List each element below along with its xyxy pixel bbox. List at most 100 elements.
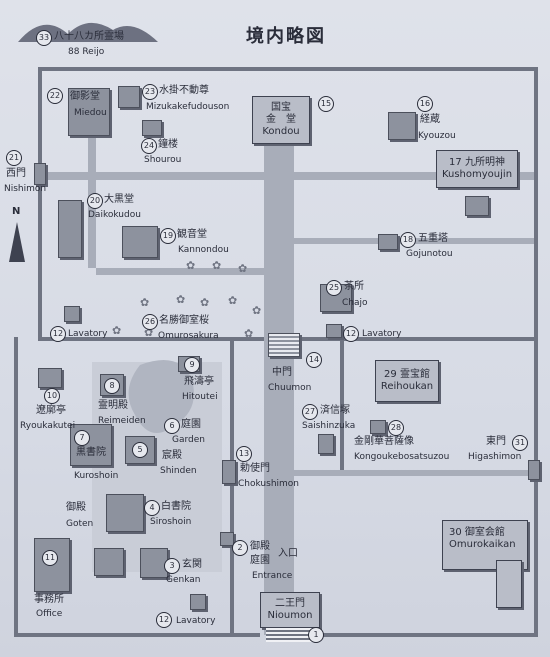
marker-7: 7 — [74, 430, 90, 446]
office-building[interactable] — [34, 538, 70, 592]
kongou-label-ja: 金剛華菩薩像 — [354, 436, 414, 447]
marker-22: 22 — [47, 88, 63, 104]
higashimon-label-ja: 東門 — [486, 436, 506, 447]
marker-5: 5 — [132, 442, 148, 458]
cherry-tree-icon: ✿ — [186, 259, 196, 272]
kushomyoujin-building[interactable]: 17 九所明神 Kushomyoujin — [436, 150, 518, 188]
kannondou-label-ja: 観音堂 — [177, 229, 207, 240]
kushomyoujin-label-ja: 17 九所明神 — [449, 157, 505, 168]
shourou-label-ja: 鐘楼 — [158, 139, 178, 150]
siroshoin-label-ja: 白書院 — [161, 501, 191, 512]
north-label: N — [12, 206, 21, 217]
siroshoin-label-en: Siroshoin — [150, 517, 192, 527]
lavatory-s-building[interactable] — [190, 594, 206, 610]
kondou-label-ja2: 金 堂 — [266, 114, 296, 125]
cherry-tree-icon: ✿ — [252, 304, 262, 317]
lavatory-w-label: Lavatory — [68, 329, 108, 339]
shinden-label-en: Shinden — [160, 466, 197, 476]
cherry-tree-icon: ✿ — [200, 296, 210, 309]
reijo-label-ja: 八十八カ所霊場 — [54, 31, 124, 42]
marker-13: 13 — [236, 446, 252, 462]
wall-east-inner — [340, 341, 344, 471]
reihoukan-building[interactable]: 29 霊宝館 Reihoukan — [375, 360, 439, 402]
kannondou-building[interactable] — [122, 226, 158, 258]
saishinzuka-monument[interactable] — [318, 434, 334, 454]
chokushimon-gate[interactable] — [222, 460, 236, 484]
marker-12-center: 12 — [343, 326, 359, 342]
genkan-label-ja: 玄関 — [182, 559, 202, 570]
daikokudou-label-en: Daikokudou — [88, 210, 141, 220]
marker-8: 8 — [104, 378, 120, 394]
hitoutei-label-ja: 飛濤亭 — [184, 376, 214, 387]
kuroshoin-building[interactable] — [70, 424, 112, 466]
lavatory-w-building[interactable] — [64, 306, 80, 322]
omurosakura-label-ja: 名勝御室桜 — [159, 315, 209, 326]
daikokudou-building[interactable] — [58, 200, 82, 258]
marker-20: 20 — [87, 193, 103, 209]
wall-goten-east — [230, 341, 234, 633]
office-label-ja: 事務所 — [34, 594, 64, 605]
map-title: 境内略図 — [246, 26, 326, 47]
shourou-label-en: Shourou — [144, 155, 182, 165]
kondou-building[interactable]: 国宝 金 堂 Kondou — [252, 96, 310, 144]
ryoukakutei-building[interactable] — [38, 368, 62, 388]
gojunotou-building[interactable] — [378, 234, 398, 250]
marker-27: 27 — [302, 404, 318, 420]
kongou-statue[interactable] — [370, 420, 386, 434]
omurosakura-label-en: Omurosakura — [158, 331, 219, 341]
miedou-building[interactable] — [68, 88, 110, 136]
marker-10: 10 — [44, 388, 60, 404]
lavatory-c-building[interactable] — [326, 324, 342, 338]
kyouzou-building[interactable] — [388, 112, 416, 140]
kondou-label-ja1: 国宝 — [271, 102, 291, 113]
reimeiden-label-en: Reimeiden — [98, 416, 146, 426]
wall-south-east — [320, 633, 538, 637]
marker-33: 33 — [36, 30, 52, 46]
entrance-label-ja2: 庭園 — [250, 555, 270, 566]
marker-26: 26 — [142, 314, 158, 330]
wall-north — [38, 67, 538, 71]
chuumon-label-en: Chuumon — [268, 383, 312, 393]
ryoukakutei-label-en: Ryoukakutei — [20, 421, 76, 431]
kannondou-label-en: Kannondou — [178, 245, 229, 255]
marker-6: 6 — [164, 418, 180, 434]
marker-19: 19 — [160, 228, 176, 244]
kushomyoujin-label-en: Kushomyoujin — [441, 169, 513, 180]
reijo-label-en: 88 Reijo — [68, 47, 105, 57]
nishimon-label-ja: 西門 — [6, 168, 26, 179]
wall-west-lower — [14, 337, 18, 637]
entrance-label-ja1: 御殿 — [250, 541, 270, 552]
marker-28: 28 — [388, 420, 404, 436]
reihoukan-label-ja: 29 霊宝館 — [384, 369, 430, 380]
miedou-label-ja: 御影堂 — [70, 91, 100, 102]
marker-31: 31 — [512, 435, 528, 451]
goten-building[interactable] — [106, 494, 144, 532]
higashimon-label-en: Higashimon — [468, 452, 522, 462]
marker-24: 24 — [141, 138, 157, 154]
shinden-label-ja: 宸殿 — [162, 450, 182, 461]
marker-1: 1 — [308, 627, 324, 643]
mizukake-building[interactable] — [118, 86, 140, 108]
marker-25: 25 — [326, 280, 342, 296]
kushomyoujin-gate — [465, 196, 489, 216]
nioumon-gate[interactable]: 二王門 Nioumon — [260, 592, 320, 628]
omurokaikan-label-en: Omurokaikan — [449, 539, 516, 550]
kannondou-path — [96, 268, 264, 275]
shourou-building[interactable] — [142, 120, 162, 136]
marker-16: 16 — [417, 96, 433, 112]
marker-11: 11 — [42, 550, 58, 566]
entrance-gate[interactable] — [220, 532, 234, 546]
marker-2: 2 — [232, 540, 248, 556]
cherry-tree-icon: ✿ — [238, 262, 248, 275]
marker-12-west: 12 — [50, 326, 66, 342]
chuumon-gate[interactable] — [268, 333, 300, 357]
marker-15: 15 — [318, 96, 334, 112]
mountain-icon — [18, 22, 158, 42]
higashimon-gate[interactable] — [528, 460, 540, 480]
nishimon-gate[interactable] — [34, 163, 46, 185]
cherry-tree-icon: ✿ — [244, 327, 254, 340]
marker-9: 9 — [184, 357, 200, 373]
north-arrow-icon — [9, 222, 25, 262]
chajo-label-en: Chajo — [342, 298, 368, 308]
wall-west-upper — [38, 67, 42, 337]
